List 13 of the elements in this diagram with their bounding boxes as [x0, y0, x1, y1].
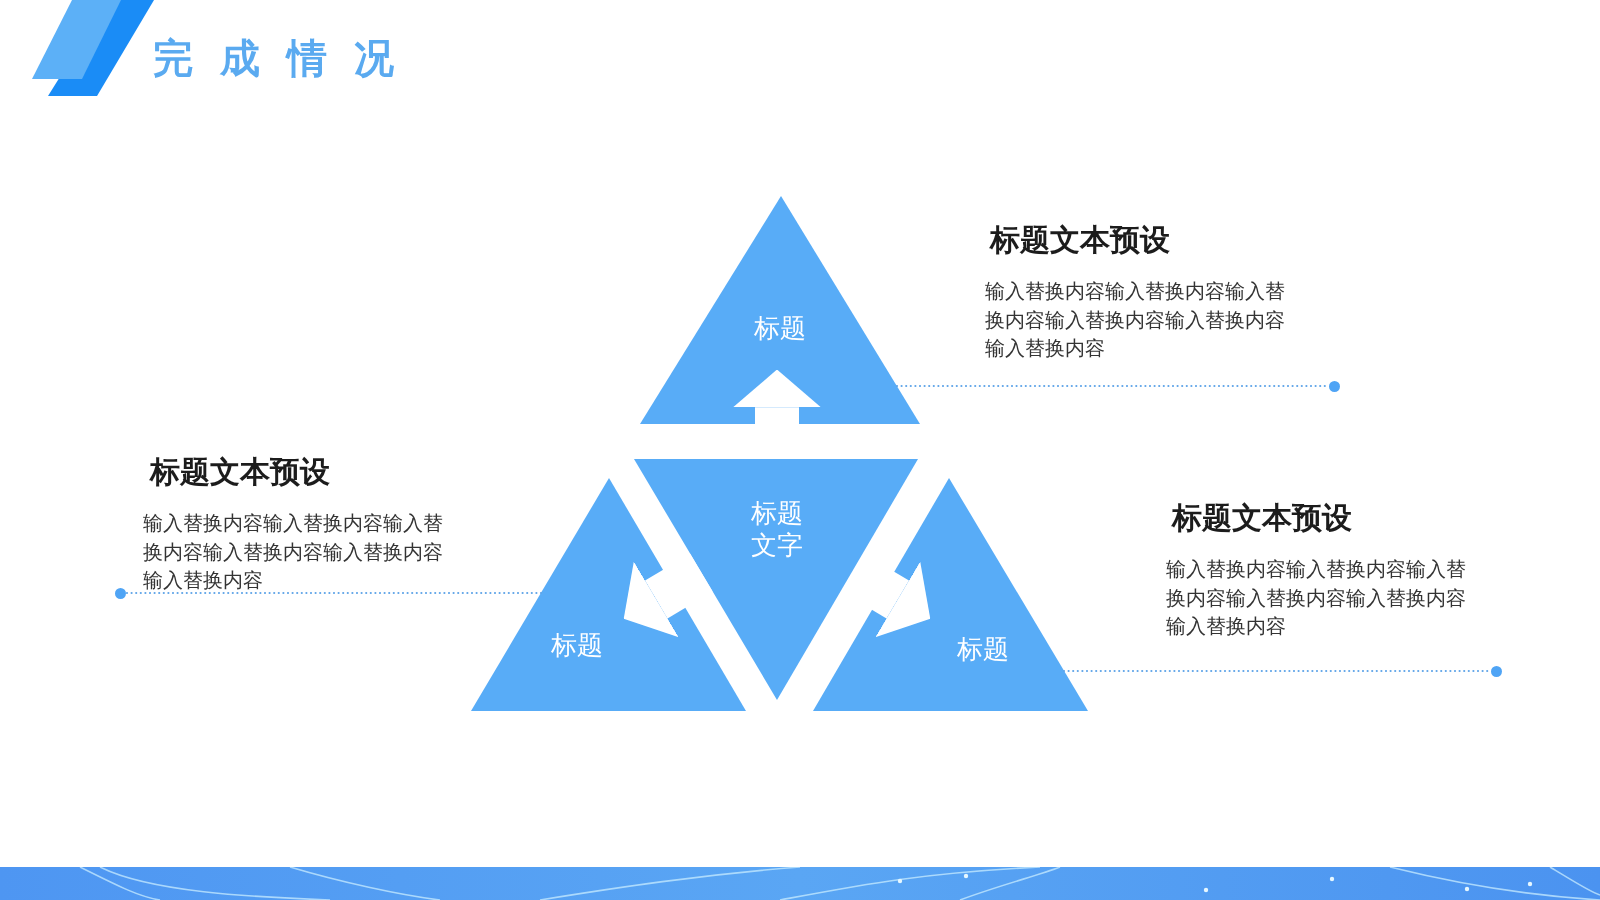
heading: 标题文本预设 [990, 222, 1170, 258]
heading: 标题文本预设 [150, 454, 330, 490]
node-label: 标题文字 [750, 497, 804, 561]
node-label: 标题 [550, 629, 604, 661]
arrow [623, 553, 713, 638]
node-label: 标题 [956, 633, 1010, 665]
body-text: 输入替换内容输入替换内容输入替换内容输入替换内容输入替换内容输入替换内容 [985, 279, 1286, 361]
body-text: 输入替换内容输入替换内容输入替换内容输入替换内容输入替换内容输入替换内容 [143, 511, 444, 593]
heading: 标题文本预设 [1172, 500, 1352, 536]
node-label: 标题 [753, 312, 807, 344]
body-text: 输入替换内容输入替换内容输入替换内容输入替换内容输入替换内容输入替换内容 [1166, 557, 1467, 639]
title: 完成情况 [153, 35, 394, 82]
leader-line [124, 591, 543, 595]
